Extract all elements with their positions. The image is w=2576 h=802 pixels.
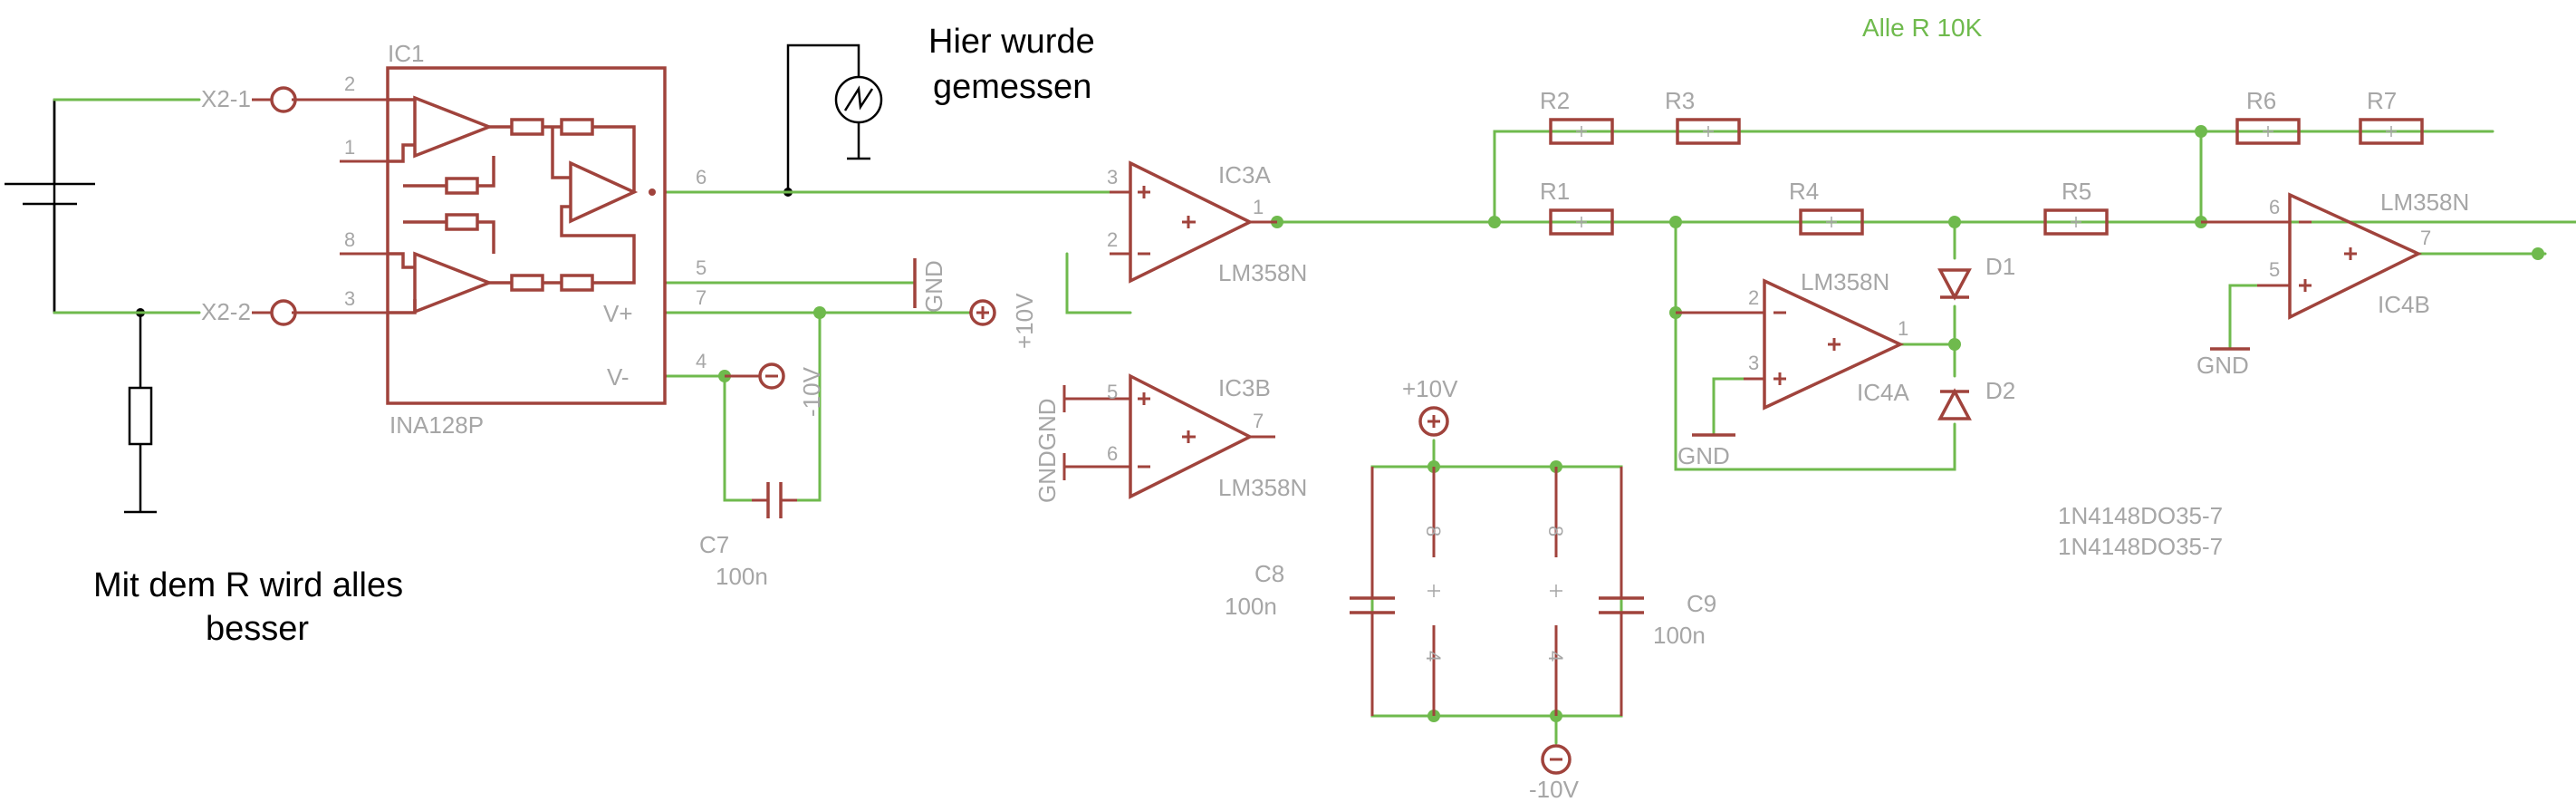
ic1-pin3: 3 <box>344 287 355 310</box>
r5-label: R5 <box>2062 178 2091 205</box>
diode-d2 <box>1937 388 1972 420</box>
resistor-r2 <box>1549 118 1614 145</box>
ic4-pin8: 8 <box>1544 526 1567 536</box>
ic1-pin8: 8 <box>344 228 355 251</box>
ic4b-part: LM358N <box>2380 188 2469 216</box>
ina128-label: INA128P <box>389 411 484 439</box>
diode-part-2: 1N4148DO35-7 <box>2058 533 2223 560</box>
ic1-pin1: 1 <box>344 136 355 159</box>
ic4-power-pins <box>1550 467 1562 716</box>
annotation-resistor <box>124 308 157 514</box>
d1-label: D1 <box>1985 253 2015 280</box>
r7-label: R7 <box>2367 87 2397 114</box>
plus10v-supply-2 <box>1418 406 1449 437</box>
opamp-ic4a <box>1676 278 1905 411</box>
gnd-label-ic4b: GND <box>2196 352 2249 379</box>
minus10v-label-1: -10V <box>798 366 825 417</box>
ic3b-pin7: 7 <box>1253 410 1264 432</box>
ic1-pin4: 4 <box>696 350 706 372</box>
ic4b-pin5: 5 <box>2269 258 2280 281</box>
ina128-ic1 <box>292 66 667 405</box>
opamp-ic3b <box>1062 373 1275 499</box>
ic3-pin4: 4 <box>1422 651 1445 662</box>
measure-note-line1: Hier wurde <box>928 23 1095 61</box>
ic3a-pin3: 3 <box>1107 166 1118 188</box>
connector-x2-2 <box>252 299 297 326</box>
ic3-pin8: 8 <box>1422 526 1445 536</box>
diode-d1 <box>1937 268 1972 301</box>
capacitor-c9 <box>1599 467 1644 716</box>
ic4b-pin7: 7 <box>2420 227 2431 249</box>
ic3a-part: LM358N <box>1218 259 1307 286</box>
ic1-pin7: 7 <box>696 286 706 309</box>
x2-2-label: X2-2 <box>201 298 251 325</box>
capacitor-c7 <box>752 482 797 518</box>
resistor-note-line2: besser <box>206 610 309 648</box>
ic3a-label: IC3A <box>1218 161 1271 188</box>
gnd-label-ic4a: GND <box>1677 442 1730 469</box>
ic4b-pin6: 6 <box>2269 196 2280 218</box>
ic3-power-pins <box>1427 467 1440 716</box>
diode-part-1: 1N4148DO35-7 <box>2058 502 2223 529</box>
ic1-pin6: 6 <box>696 166 706 188</box>
resistor-note-line1: Mit dem R wird alles <box>93 566 403 604</box>
ic4a-pin1: 1 <box>1898 317 1908 340</box>
c7-value: 100n <box>716 563 768 590</box>
connector-x2-1 <box>252 86 297 113</box>
capacitor-c8 <box>1350 467 1395 716</box>
ic3b-label: IC3B <box>1218 374 1271 401</box>
minus10v-supply-2 <box>1541 744 1572 775</box>
r1-label: R1 <box>1540 178 1570 205</box>
resistor-r5 <box>2043 208 2109 236</box>
all-resistors-note: Alle R 10K <box>1862 14 1983 42</box>
ic3b-pin6: 6 <box>1107 442 1118 465</box>
c9-label: C9 <box>1687 590 1716 617</box>
resistor-r7 <box>2359 118 2424 145</box>
minus10v-label-2: -10V <box>1529 776 1580 802</box>
r6-label: R6 <box>2246 87 2276 114</box>
ic4a-pin3: 3 <box>1748 352 1759 374</box>
c9-value: 100n <box>1653 622 1706 649</box>
ic1-pin2: 2 <box>344 72 355 95</box>
x2-1-label: X2-1 <box>201 85 251 112</box>
gnd-label-1: GND <box>920 260 947 313</box>
r2-label: R2 <box>1540 87 1570 114</box>
d2-label: D2 <box>1985 377 2015 404</box>
ic4-pin4: 4 <box>1544 651 1567 662</box>
opamp-ic4b <box>2201 192 2423 320</box>
c8-label: C8 <box>1254 560 1284 587</box>
plus10v-label-1: +10V <box>1011 293 1038 349</box>
ic4a-label: IC4A <box>1857 379 1909 406</box>
input-source-annotation <box>5 98 140 314</box>
ic3a-pin1: 1 <box>1253 196 1264 218</box>
resistor-r3 <box>1676 118 1741 145</box>
c7-label: C7 <box>699 531 729 558</box>
plus10v-label-2: +10V <box>1402 375 1458 402</box>
vminus-label: V- <box>607 363 630 391</box>
ic4b-label: IC4B <box>2378 291 2430 318</box>
opamp-ic3a <box>1110 160 1277 284</box>
vplus-label: V+ <box>603 300 633 327</box>
resistor-r4 <box>1799 208 1864 236</box>
plus10v-supply-1 <box>969 299 996 326</box>
ic3b-part: LM358N <box>1218 474 1307 501</box>
measurement-probe <box>783 43 883 197</box>
ic1-pin5: 5 <box>696 256 706 279</box>
r3-label: R3 <box>1665 87 1695 114</box>
c8-value: 100n <box>1225 593 1277 620</box>
minus10v-supply-1 <box>725 362 785 390</box>
ic3a-pin2: 2 <box>1107 228 1118 251</box>
ic4a-part: LM358N <box>1801 268 1889 295</box>
ic3b-pin5: 5 <box>1107 381 1118 403</box>
resistor-r6 <box>2235 118 2301 145</box>
ic3b-gnd-label: GNDGND <box>1033 398 1061 503</box>
r4-label: R4 <box>1789 178 1819 205</box>
ic1-label: IC1 <box>388 40 424 67</box>
measure-note-line2: gemessen <box>933 68 1091 106</box>
ic4a-pin2: 2 <box>1748 286 1759 309</box>
resistor-r1 <box>1549 208 1614 236</box>
